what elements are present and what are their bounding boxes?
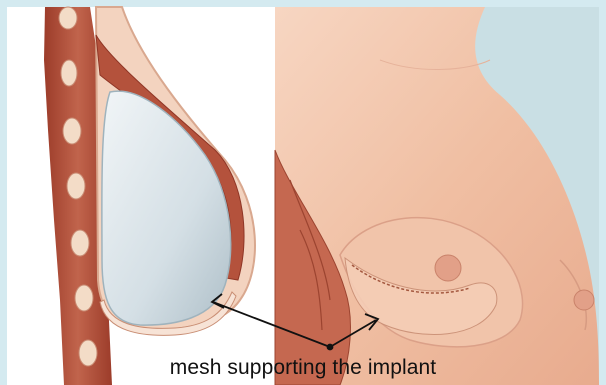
nipple (435, 255, 461, 281)
mesh-caption: mesh supporting the implant (0, 356, 606, 380)
